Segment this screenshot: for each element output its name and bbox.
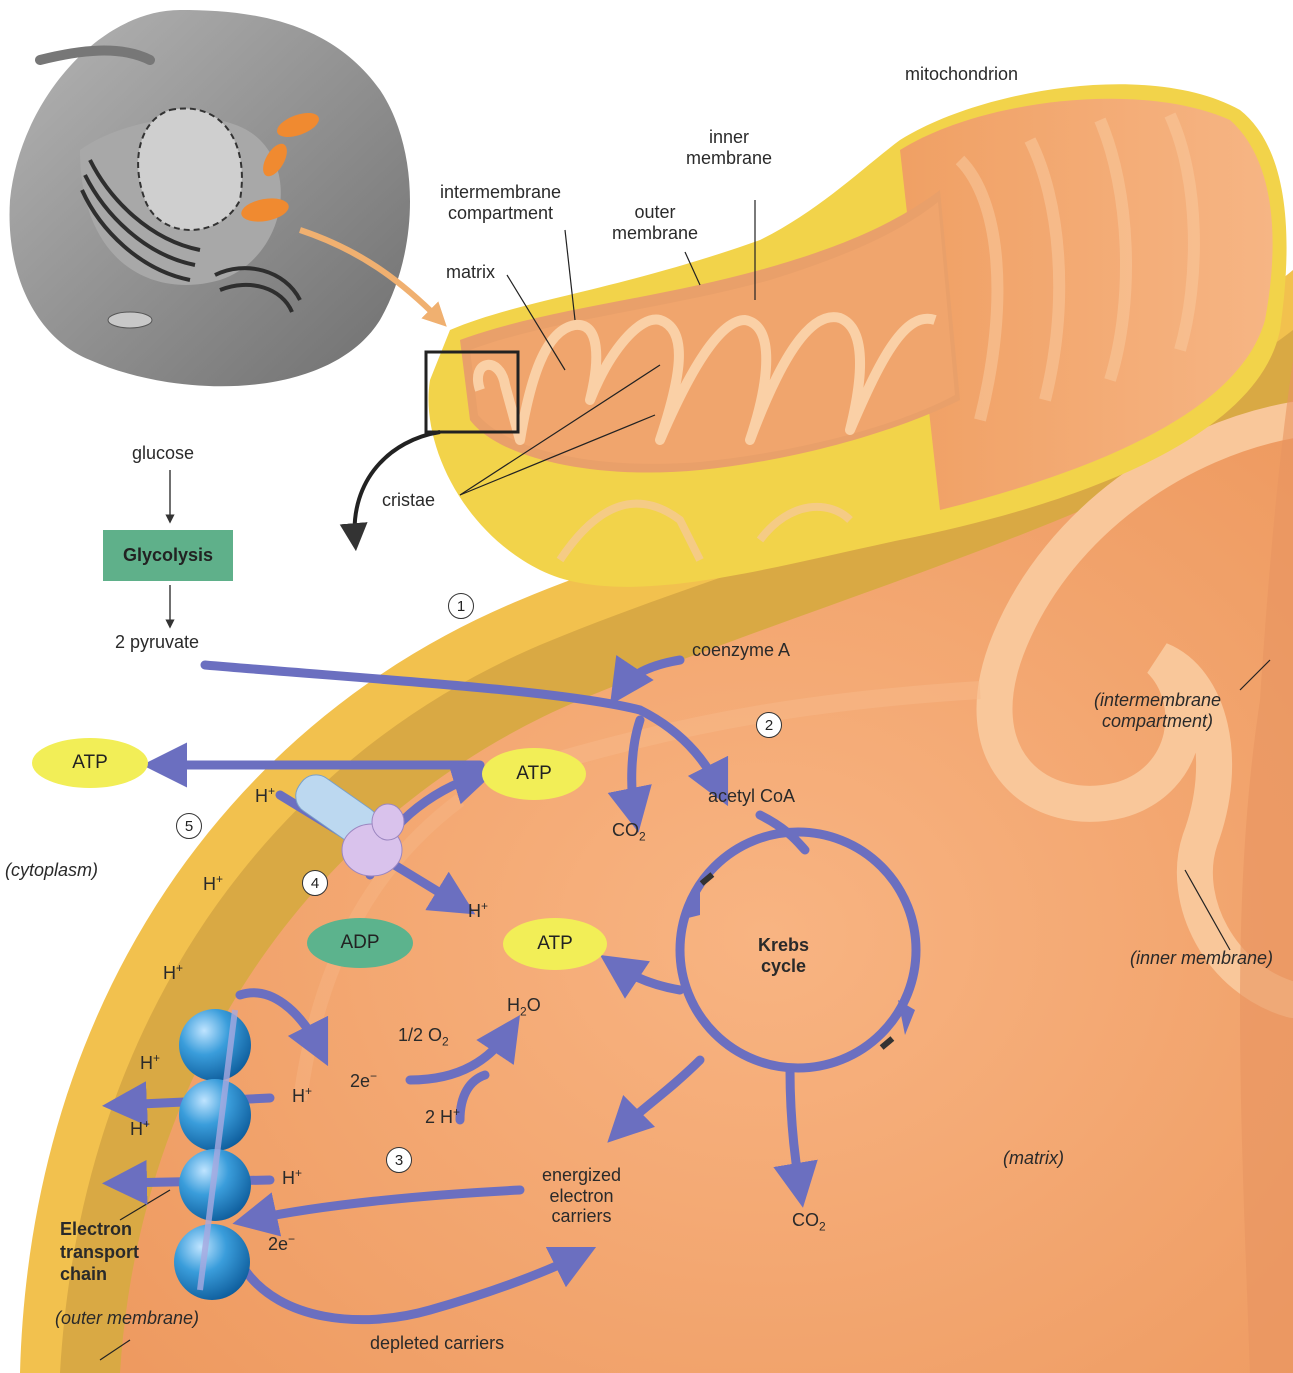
energized-carriers-label: energized electron carriers: [542, 1165, 621, 1227]
adp-label: ADP: [340, 932, 379, 954]
krebs-cycle-label: Krebs cycle: [758, 935, 809, 976]
h-plus-label: H+: [203, 873, 223, 895]
step-5-marker: 5: [176, 813, 202, 839]
h-plus-label: H+: [255, 785, 275, 807]
outer-membrane-italic-label: (outer membrane): [55, 1308, 199, 1329]
atp-cytoplasm-ellipse: ATP: [32, 738, 148, 788]
atp-krebs-label: ATP: [537, 933, 573, 955]
two-electrons-bottom-label: 2e−: [268, 1233, 295, 1255]
outer-membrane-label: outer membrane: [612, 202, 698, 243]
step-1-marker: 1: [448, 593, 474, 619]
pyruvate-label: 2 pyruvate: [115, 632, 199, 653]
matrix-label: matrix: [446, 262, 495, 283]
atp-cytoplasm-label: ATP: [72, 752, 108, 774]
step-4-marker: 4: [302, 870, 328, 896]
two-h-plus-label: 2 H+: [425, 1106, 460, 1128]
cytoplasm-label: (cytoplasm): [5, 860, 98, 881]
glycolysis-box: Glycolysis: [103, 530, 233, 581]
matrix-italic-label: (matrix): [1003, 1148, 1064, 1169]
atp-synthase-label: ATP: [516, 763, 552, 785]
intermembrane-compartment-label: intermembrane compartment: [440, 182, 561, 223]
step-3-marker: 3: [386, 1147, 412, 1173]
inner-membrane-label: inner membrane: [686, 127, 772, 168]
h-plus-label: H+: [468, 900, 488, 922]
h-plus-label: H+: [163, 962, 183, 984]
adp-ellipse: ADP: [307, 918, 413, 968]
mitochondrion-label: mitochondrion: [905, 64, 1018, 85]
two-electrons-top-label: 2e−: [350, 1070, 377, 1092]
electron-transport-chain-label: Electron transport chain: [60, 1218, 139, 1286]
atp-synthase-product-ellipse: ATP: [482, 748, 586, 800]
cristae-label: cristae: [382, 490, 435, 511]
cell-illustration: [10, 10, 440, 386]
coenzyme-a-label: coenzyme A: [692, 640, 790, 661]
glucose-label: glucose: [132, 443, 194, 464]
atp-krebs-ellipse: ATP: [503, 918, 607, 970]
co2-top-label: CO2: [612, 820, 646, 844]
h-plus-label: H+: [140, 1052, 160, 1074]
depleted-carriers-label: depleted carriers: [370, 1333, 504, 1354]
acetyl-coa-label: acetyl CoA: [708, 786, 795, 807]
half-o2-label: 1/2 O2: [398, 1025, 449, 1049]
h-plus-label: H+: [292, 1085, 312, 1107]
h-plus-label: H+: [282, 1167, 302, 1189]
inner-membrane-italic-label: (inner membrane): [1130, 948, 1273, 969]
glycolysis-label: Glycolysis: [123, 545, 213, 566]
h2o-label: H2O: [507, 995, 541, 1019]
co2-bottom-label: CO2: [792, 1210, 826, 1234]
step-2-marker: 2: [756, 712, 782, 738]
intermembrane-compartment-italic-label: (intermembrane compartment): [1094, 690, 1221, 731]
h-plus-label: H+: [130, 1118, 150, 1140]
